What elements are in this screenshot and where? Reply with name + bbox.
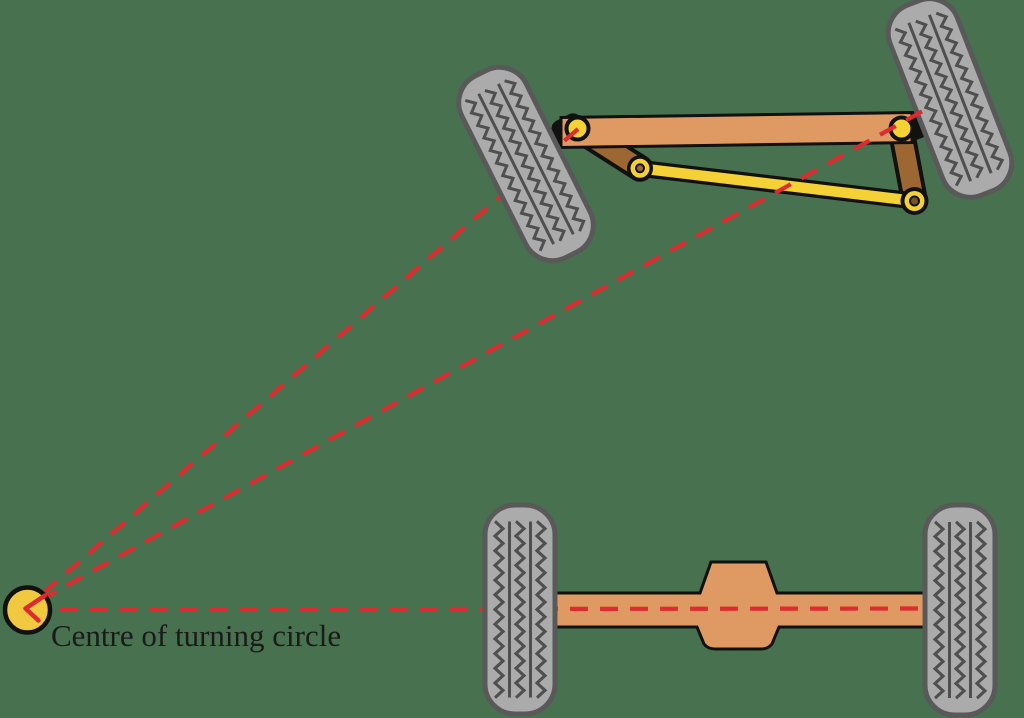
- right-tie-rod-end: [900, 187, 929, 215]
- front-left-tread: [463, 75, 589, 253]
- turning-centre-arrowhead: [23, 593, 48, 623]
- front-left-wheel: [456, 64, 596, 264]
- turn-radius-line-front-left: [24, 127, 580, 610]
- rear-axle: [548, 560, 929, 651]
- turning-centre-label: Centre of turning circle: [51, 618, 342, 653]
- rear-right-tread: [933, 520, 987, 700]
- rear-left-tread: [493, 519, 547, 700]
- turn-radius-line-rear: [29, 606, 923, 612]
- turn-radius-line-front-right: [24, 109, 924, 610]
- rear-axle-beam: [548, 560, 929, 651]
- front-left-tire: [456, 64, 596, 264]
- front-axle-linkage: [551, 110, 930, 215]
- tie-rod: [634, 163, 920, 207]
- front-axle-beam: [559, 110, 914, 150]
- rear-left-wheel: [482, 502, 558, 717]
- front-right-wheel: [885, 0, 1015, 200]
- left-tie-rod-end: [627, 155, 653, 182]
- rear-right-wheel: [922, 502, 998, 718]
- front-right-tread: [893, 8, 1007, 188]
